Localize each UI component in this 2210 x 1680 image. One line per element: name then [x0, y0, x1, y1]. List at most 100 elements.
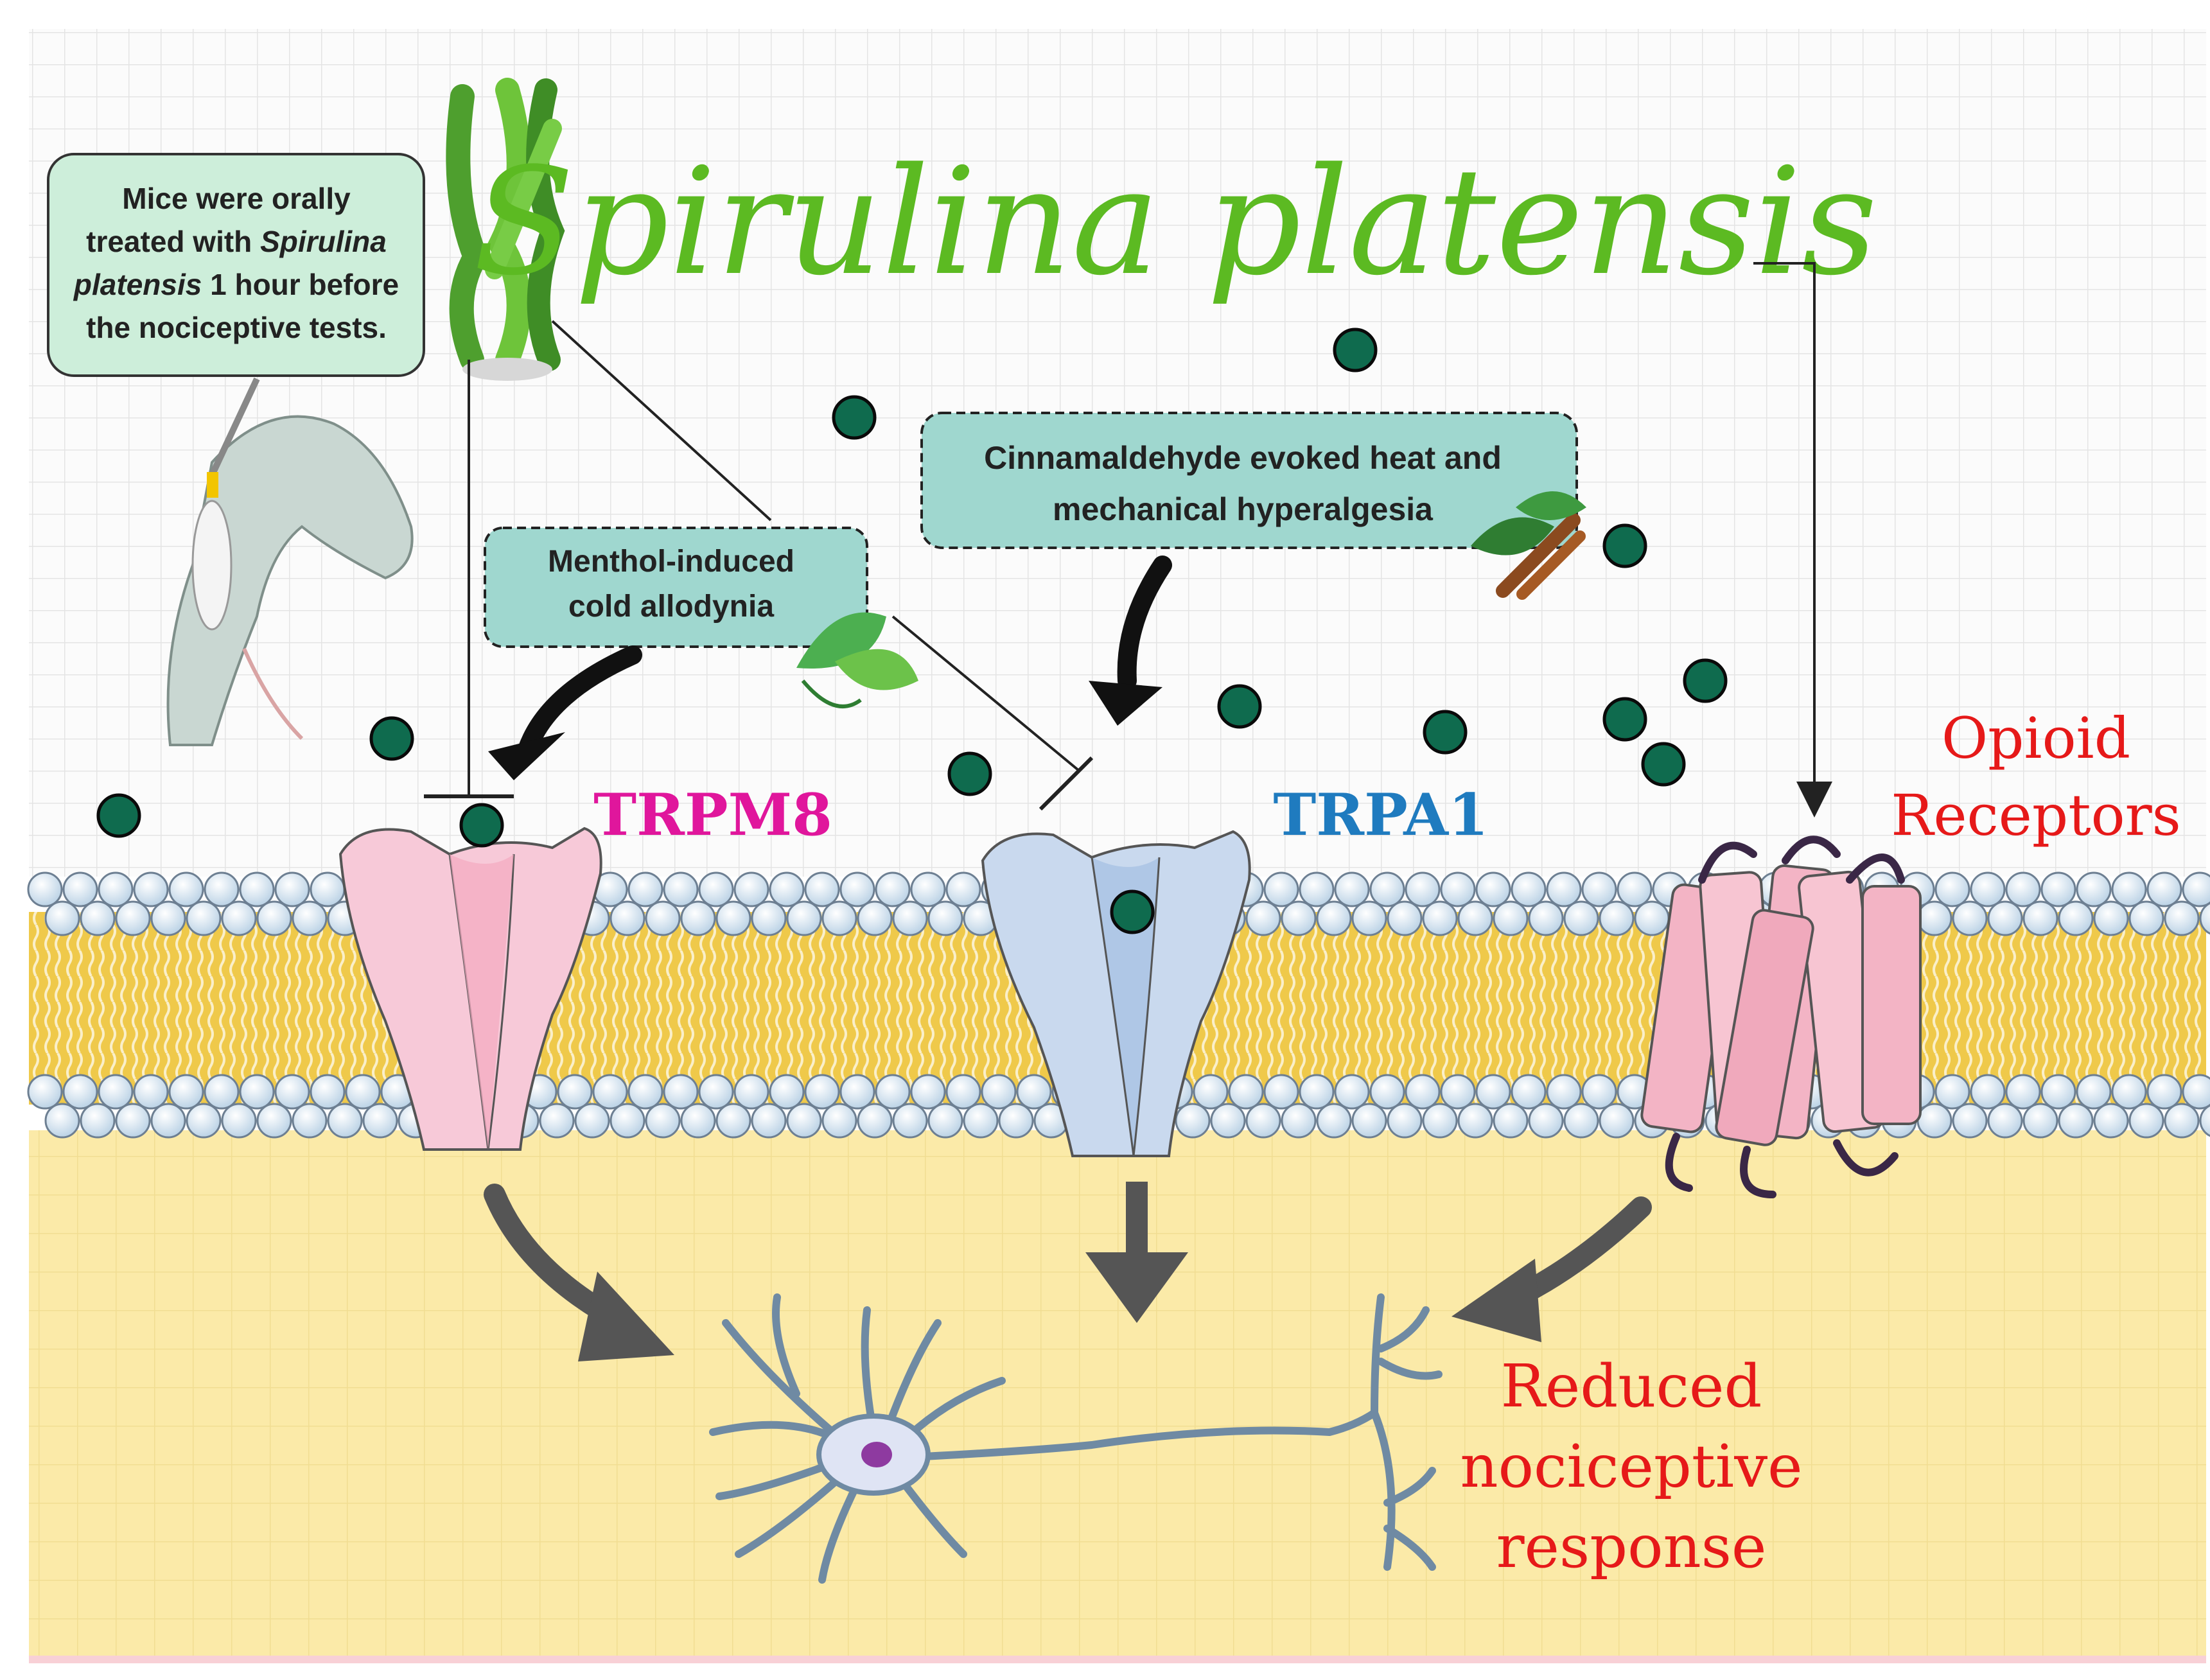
lipid-head [769, 871, 805, 907]
lipid-head [2111, 1074, 2147, 1110]
spirulina-molecule [459, 803, 504, 848]
lipid-head [2076, 871, 2112, 907]
lipid-head [2005, 871, 2041, 907]
treatment-note-box: Mice were orally treated with Spirulina … [47, 153, 425, 377]
lipid-head [1952, 900, 1988, 936]
lipid-head [292, 1103, 328, 1139]
outcome-line2: nociceptive [1460, 1432, 1802, 1501]
lipid-head [1457, 1103, 1493, 1139]
neuron-icon [709, 1293, 1443, 1584]
lipid-head [821, 1103, 857, 1139]
lipid-head [2022, 1103, 2058, 1139]
spirulina-molecule [947, 751, 992, 796]
lipid-head [751, 900, 787, 936]
lipid-head [1440, 871, 1476, 907]
lipid-head [1405, 1074, 1441, 1110]
menthol-line1: Menthol-induced [548, 545, 794, 579]
spirulina-molecule [832, 395, 877, 440]
lipid-head [892, 900, 928, 936]
lipid-head [310, 871, 346, 907]
lipid-head [345, 1074, 381, 1110]
lipid-head [927, 900, 963, 936]
lipid-head [2164, 900, 2200, 936]
cinnamaldehyde-arrow [1089, 556, 1172, 726]
lipid-head [168, 1074, 204, 1110]
lipid-head [1299, 1074, 1335, 1110]
lipid-head [715, 900, 751, 936]
lipid-head [804, 1074, 840, 1110]
lipid-head [2058, 900, 2094, 936]
lipid-head [610, 900, 645, 936]
treatment-line2: treated with Spirulina [86, 225, 387, 258]
lipid-head [2058, 1103, 2094, 1139]
lipid-head [557, 1074, 593, 1110]
lipid-head [786, 1103, 822, 1139]
cinnamaldehyde-line1: Cinnamaldehyde evoked heat and [984, 440, 1502, 476]
lipid-head [1970, 871, 2006, 907]
lipid-head [875, 871, 911, 907]
lipid-head [1334, 871, 1370, 907]
lipid-head [1210, 1103, 1246, 1139]
lipid-head [627, 871, 663, 907]
lipid-head [2005, 1074, 2041, 1110]
treatment-line1: Mice were orally [122, 182, 351, 215]
spirulina-molecule [96, 793, 141, 838]
lipid-head [274, 1074, 310, 1110]
lipid-head [945, 871, 981, 907]
lipid-head [1934, 871, 1970, 907]
lipid-head [168, 871, 204, 907]
lipid-head [981, 1074, 1017, 1110]
lipid-head [1599, 1103, 1635, 1139]
lipid-head [1316, 1103, 1352, 1139]
lipid-head [115, 1103, 151, 1139]
outcome-line3: response [1496, 1512, 1767, 1581]
lipid-head [804, 871, 840, 907]
spirulina-molecule [369, 716, 414, 761]
lipid-head [663, 1074, 699, 1110]
spirulina-molecule [1683, 658, 1728, 703]
lipid-head [2111, 871, 2147, 907]
spirulina-molecule [1333, 328, 1378, 372]
lipid-head [786, 900, 822, 936]
treatment-line3: platensis 1 hour before [73, 268, 399, 301]
lipid-head [698, 1074, 734, 1110]
lipid-head [1422, 900, 1458, 936]
lipid-head [2128, 1103, 2164, 1139]
spirulina-molecule [1217, 684, 1262, 729]
lipid-head [292, 900, 328, 936]
lipid-head [645, 1103, 681, 1139]
menthol-box: Menthol-induced cold allodynia [484, 527, 918, 708]
lipid-head [1228, 1074, 1264, 1110]
lipid-head [204, 871, 240, 907]
lipid-head [239, 871, 275, 907]
treatment-line4: the nociceptive tests. [86, 311, 387, 344]
lipid-head [362, 1103, 398, 1139]
lipid-head [1987, 900, 2023, 936]
lipid-head [256, 1103, 292, 1139]
lipid-head [2093, 900, 2129, 936]
lipid-head [239, 1074, 275, 1110]
trpa1-label: TRPA1 [1273, 781, 1488, 849]
lipid-head [839, 871, 875, 907]
lipid-head [44, 900, 80, 936]
lipid-head [733, 1074, 769, 1110]
lipid-head [1422, 1103, 1458, 1139]
lipid-head [680, 900, 716, 936]
lipid-head [186, 900, 222, 936]
lipid-head [115, 900, 151, 936]
lipid-head [1405, 871, 1441, 907]
lipid-head [62, 871, 98, 907]
lipid-head [1511, 871, 1547, 907]
lipid-head [2182, 1074, 2210, 1110]
lipid-head [1245, 1103, 1281, 1139]
lipid-head [1581, 1074, 1617, 1110]
title: Spirulina platensis [473, 137, 1877, 308]
outcome-line1: Reduced [1501, 1352, 1762, 1421]
lipid-head [1387, 900, 1423, 936]
trpa1-signal-arrow [1085, 1182, 1188, 1323]
lipid-head [1016, 1074, 1052, 1110]
lipid-head [715, 1103, 751, 1139]
lipid-head [27, 1074, 63, 1110]
cinnamaldehyde-box: Cinnamaldehyde evoked heat and mechanica… [920, 412, 1586, 600]
